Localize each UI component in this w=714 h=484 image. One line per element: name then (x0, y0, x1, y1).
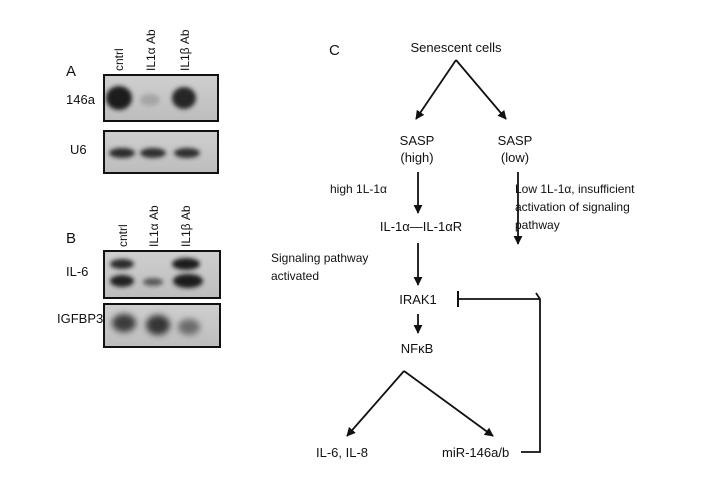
blot-label-igfbp3: IGFBP3 (57, 311, 103, 326)
lane-label-b-3: IL1β Ab (179, 205, 193, 247)
arrow-to-sasp-low (455, 59, 507, 120)
blot-label-146a: 146a (66, 92, 96, 107)
lane-label-a-1: cntrl (112, 48, 126, 71)
blot-il6 (103, 250, 221, 299)
band-146a-cntrl (106, 86, 132, 110)
node-sasp-high-level: (high) (400, 150, 433, 165)
blot-igfbp3 (103, 303, 221, 348)
node-il6-il8: IL-6, IL-8 (316, 445, 368, 460)
band-146a-il1b (172, 87, 196, 109)
arrow-to-mir146 (403, 370, 494, 437)
band-igfbp3-cntrl (112, 314, 136, 332)
panel-a-letter: A (66, 63, 76, 80)
panel-a: A cntrl IL1α Ab IL1β Ab 146a U6 (66, 29, 219, 174)
node-sasp-low: SASP (498, 133, 533, 148)
band-146a-il1a (140, 94, 160, 106)
lane-label-a-3: IL1β Ab (178, 29, 192, 71)
node-sasp-low-level: (low) (501, 150, 529, 165)
node-il1a-receptor-complex: IL-1α—IL-1αR (380, 219, 462, 234)
label-signaling-1: Signaling pathway (271, 251, 368, 265)
label-signaling-2: activated (271, 269, 319, 283)
node-nfkb: NFκB (401, 341, 434, 356)
blot-label-il6: IL-6 (66, 264, 88, 279)
panel-b-letter: B (66, 230, 76, 247)
panel-b: B cntrl IL1α Ab IL1β Ab IL-6 IGFBP3 (57, 205, 221, 348)
band-il6-il1a (143, 278, 163, 286)
lane-label-b-2: IL1α Ab (147, 205, 161, 247)
lane-label-a-2: IL1α Ab (144, 29, 158, 71)
label-high-il1a: high 1L-1α (330, 182, 387, 196)
feedback-loop-line (521, 292, 541, 453)
band-il6-il1b (173, 274, 203, 288)
panel-c-letter: C (329, 42, 340, 59)
label-low-il1a-1: Low 1L-1α, insufficient (515, 182, 635, 196)
arrow-to-sasp-high (415, 59, 457, 120)
blot-label-u6: U6 (70, 142, 87, 157)
band-u6-cntrl (109, 148, 135, 158)
lane-label-b-1: cntrl (116, 224, 130, 247)
label-low-il1a-2: activation of signaling (515, 200, 630, 214)
blot-u6 (103, 130, 219, 174)
band-u6-il1b (174, 148, 200, 158)
arrow-to-il6-il8 (346, 370, 405, 437)
band-il6-cntrl (110, 275, 134, 287)
band-igfbp3-il1b (178, 319, 200, 335)
band-igfbp3-il1a (146, 315, 170, 335)
node-senescent-cells: Senescent cells (410, 40, 502, 55)
label-low-il1a-3: pathway (515, 218, 560, 232)
panel-c: C Senescent cells SASP (high) SASP (low)… (271, 40, 635, 460)
node-irak1: IRAK1 (399, 292, 437, 307)
band-u6-il1a (140, 148, 166, 158)
node-mir146ab: miR-146a/b (442, 445, 509, 460)
blot-146a (103, 74, 219, 122)
node-sasp-high: SASP (400, 133, 435, 148)
